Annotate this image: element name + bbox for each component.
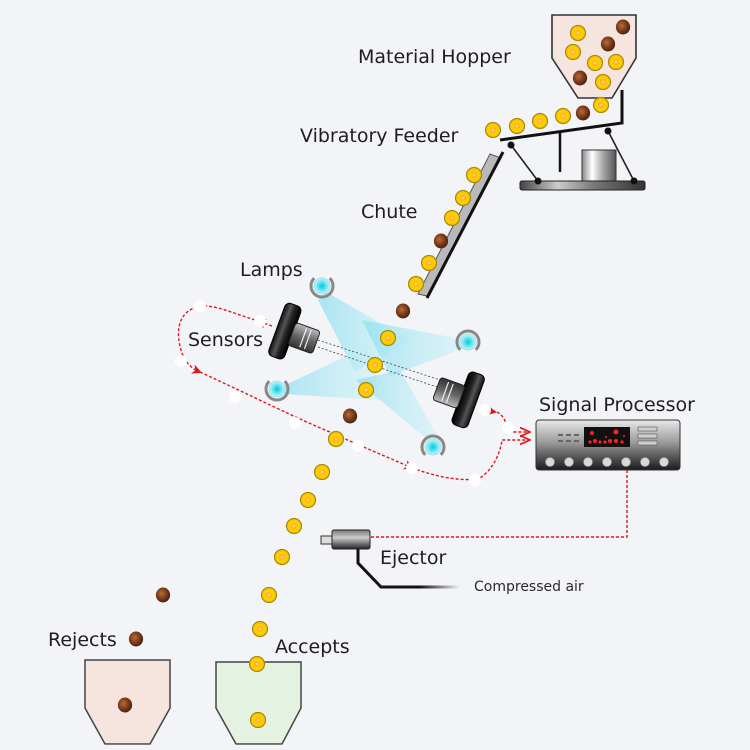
chute-particles	[407, 166, 483, 293]
vibratory-feeder	[499, 90, 646, 191]
good-particle	[366, 356, 384, 374]
good-particle	[251, 620, 269, 638]
good-particle	[420, 254, 438, 272]
processor-display-leds	[588, 429, 625, 444]
label-rejects: Rejects	[48, 629, 117, 651]
processor-knob	[545, 457, 555, 467]
hopper-particles	[564, 19, 631, 91]
stream-particles	[117, 303, 411, 729]
good-particle	[327, 430, 345, 448]
good-particle	[379, 329, 397, 347]
good-particle	[407, 275, 425, 293]
signal-loop-nodes	[175, 300, 514, 486]
good-particle	[484, 121, 502, 139]
good-particle	[554, 107, 572, 125]
good-particle	[508, 117, 526, 135]
good-particle	[299, 491, 317, 509]
loop-node	[502, 422, 514, 434]
good-particle	[443, 209, 461, 227]
processor-knobs	[545, 457, 669, 467]
label-lamps: Lamps	[240, 259, 303, 281]
label-sensors: Sensors	[188, 329, 264, 351]
good-particle	[273, 548, 291, 566]
loop-node	[194, 300, 206, 312]
good-particle	[248, 655, 266, 673]
loop-node	[254, 315, 266, 327]
ejector	[320, 529, 460, 589]
loop-node	[406, 462, 418, 474]
good-particle	[313, 463, 331, 481]
label-compressed-air: Compressed air	[474, 579, 584, 595]
bad-particle	[572, 70, 588, 86]
processor-knob	[564, 457, 574, 467]
loop-node	[469, 474, 481, 486]
feeder-particles	[484, 96, 610, 139]
label-ejector: Ejector	[380, 547, 447, 569]
bad-particle	[128, 631, 144, 647]
bad-particle	[433, 233, 449, 249]
label-vibratory-feeder: Vibratory Feeder	[300, 125, 459, 147]
bad-particle	[395, 303, 411, 319]
lamp	[309, 277, 335, 299]
signal-processor	[535, 419, 681, 471]
loop-node	[289, 417, 301, 429]
lamps	[264, 277, 481, 456]
label-material-hopper: Material Hopper	[358, 46, 511, 68]
lamp	[455, 329, 481, 351]
good-particle	[592, 96, 610, 114]
good-particle	[454, 189, 472, 207]
good-particle	[260, 586, 278, 604]
accept-bin	[210, 661, 305, 750]
lamp	[420, 434, 446, 456]
signal-loop	[177, 305, 628, 537]
good-particle	[249, 711, 267, 729]
label-chute: Chute	[361, 201, 418, 223]
processor-slots	[637, 426, 658, 446]
processor-knob	[602, 457, 612, 467]
label-signal-processor: Signal Processor	[539, 394, 695, 416]
bad-particle	[155, 587, 171, 603]
sensor-bottom-right	[432, 371, 485, 429]
loop-node	[479, 404, 491, 416]
good-particle	[594, 73, 612, 91]
bad-particle	[575, 105, 591, 121]
good-particle	[531, 112, 549, 130]
good-particle	[465, 166, 483, 184]
bad-particle	[600, 36, 616, 52]
good-particle	[569, 24, 587, 42]
good-particle	[607, 53, 625, 71]
processor-knob	[583, 457, 593, 467]
good-particle	[285, 517, 303, 535]
bad-particle	[615, 19, 631, 35]
good-particle	[564, 43, 582, 61]
processor-knob	[621, 457, 631, 467]
processor-knob	[659, 457, 669, 467]
loop-node	[175, 355, 187, 367]
chute	[417, 151, 505, 299]
processor-knob	[640, 457, 650, 467]
loop-node	[229, 391, 241, 403]
sensor-top-left	[268, 302, 321, 360]
good-particle	[586, 54, 604, 72]
loop-node	[352, 440, 364, 452]
label-accepts: Accepts	[275, 636, 350, 658]
processor-vent	[558, 434, 579, 442]
bad-particle	[117, 697, 133, 713]
bad-particle	[342, 408, 358, 424]
lamp	[264, 380, 290, 402]
good-particle	[357, 381, 375, 399]
